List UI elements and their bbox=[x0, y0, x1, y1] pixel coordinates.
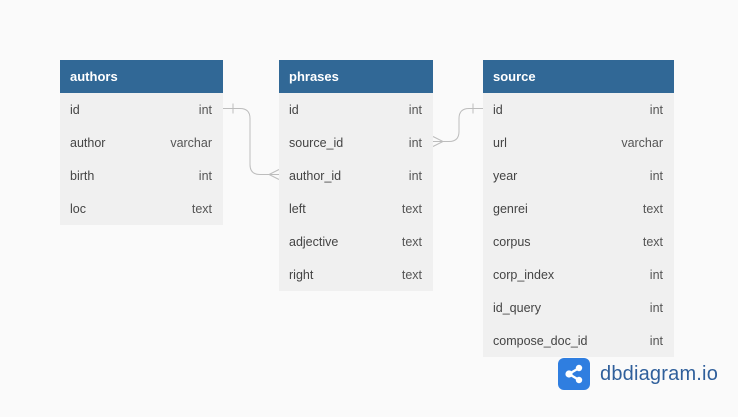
column-type: text bbox=[191, 201, 212, 216]
table-row[interactable]: author varchar bbox=[60, 126, 223, 159]
column-type: int bbox=[649, 267, 663, 282]
column-name: id_query bbox=[493, 300, 541, 315]
dbdiagram-logo[interactable]: dbdiagram.io bbox=[558, 358, 718, 390]
column-name: year bbox=[493, 168, 518, 183]
column-name: author bbox=[70, 135, 106, 150]
table-row[interactable]: genrei text bbox=[483, 192, 674, 225]
logo-text: dbdiagram.io bbox=[600, 362, 719, 385]
column-name: url bbox=[493, 135, 507, 150]
table-row[interactable]: right text bbox=[279, 258, 433, 291]
share-nodes-icon bbox=[558, 358, 590, 390]
column-name: loc bbox=[70, 201, 86, 216]
column-name: compose_doc_id bbox=[493, 333, 588, 348]
column-type: text bbox=[642, 201, 663, 216]
column-type: int bbox=[408, 102, 422, 117]
table-row[interactable]: left text bbox=[279, 192, 433, 225]
table-row[interactable]: corp_index int bbox=[483, 258, 674, 291]
column-type: int bbox=[198, 102, 212, 117]
column-type: int bbox=[408, 135, 422, 150]
column-type: varchar bbox=[170, 135, 212, 150]
table-header[interactable]: authors bbox=[60, 60, 223, 93]
column-name: adjective bbox=[289, 234, 339, 249]
column-name: corpus bbox=[493, 234, 531, 249]
column-name: left bbox=[289, 201, 306, 216]
column-type: text bbox=[401, 201, 422, 216]
column-type: int bbox=[649, 300, 663, 315]
column-type: int bbox=[198, 168, 212, 183]
table-authors[interactable]: authors id int author varchar birth int loc… bbox=[60, 60, 223, 225]
table-row[interactable]: author_id int bbox=[279, 159, 433, 192]
column-name: genrei bbox=[493, 201, 528, 216]
table-header[interactable]: source bbox=[483, 60, 674, 93]
column-name: id bbox=[70, 102, 80, 117]
table-row[interactable]: id int bbox=[483, 93, 674, 126]
column-type: text bbox=[401, 234, 422, 249]
column-type: int bbox=[649, 102, 663, 117]
column-name: author_id bbox=[289, 168, 342, 183]
column-name: source_id bbox=[289, 135, 344, 150]
table-row[interactable]: id int bbox=[60, 93, 223, 126]
table-row[interactable]: year int bbox=[483, 159, 674, 192]
column-name: right bbox=[289, 267, 314, 282]
table-row[interactable]: birth int bbox=[60, 159, 223, 192]
many-marker-phrases-source bbox=[432, 136, 445, 147]
table-row[interactable]: adjective text bbox=[279, 225, 433, 258]
table-row[interactable]: corpus text bbox=[483, 225, 674, 258]
column-name: id bbox=[493, 102, 503, 117]
table-row[interactable]: url varchar bbox=[483, 126, 674, 159]
column-type: text bbox=[642, 234, 663, 249]
column-type: int bbox=[649, 168, 663, 183]
link-source bbox=[433, 108, 483, 142]
column-name: birth bbox=[70, 168, 95, 183]
link-author bbox=[223, 108, 279, 175]
column-type: text bbox=[401, 267, 422, 282]
table-header[interactable]: phrases bbox=[279, 60, 433, 93]
table-row[interactable]: id_query int bbox=[483, 291, 674, 324]
table-row[interactable]: compose_doc_id int bbox=[483, 324, 674, 357]
table-row[interactable]: id int bbox=[279, 93, 433, 126]
many-marker-phrases-author bbox=[267, 169, 280, 180]
table-row[interactable]: loc text bbox=[60, 192, 223, 225]
table-row[interactable]: source_id int bbox=[279, 126, 433, 159]
column-type: int bbox=[649, 333, 663, 348]
table-source[interactable]: source id int url varchar year int genrei te… bbox=[483, 60, 674, 357]
column-type: varchar bbox=[621, 135, 663, 150]
column-name: corp_index bbox=[493, 267, 555, 282]
column-type: int bbox=[408, 168, 422, 183]
column-name: id bbox=[289, 102, 299, 117]
